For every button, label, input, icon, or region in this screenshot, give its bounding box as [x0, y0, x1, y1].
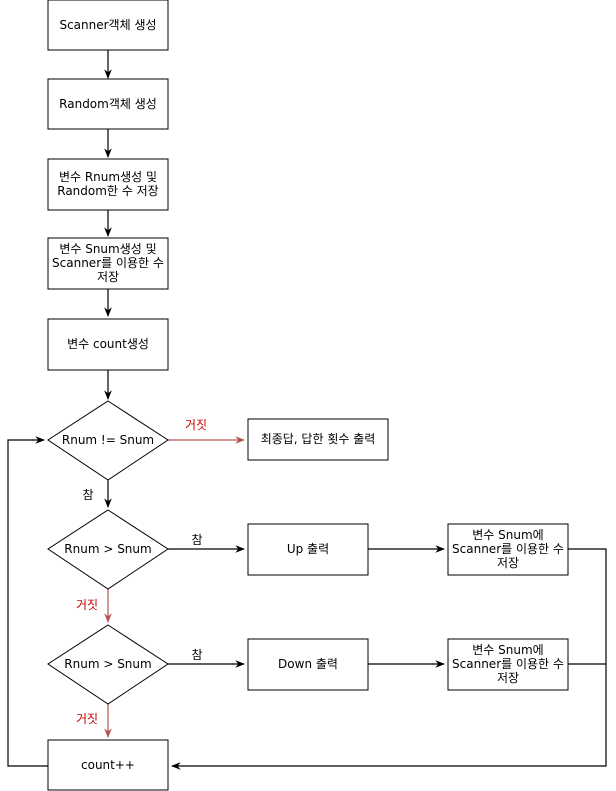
node-label-cond-greater-1: Rnum > Snum: [64, 542, 151, 556]
node-random-create: Random객체 생성: [47, 78, 169, 130]
node-up-output: Up 출력: [247, 523, 369, 576]
node-label-line: 변수 Snum에: [472, 643, 543, 657]
edge-label-true-3: 참: [191, 648, 202, 662]
node-label-line: Scanner를 이용한 수: [452, 542, 564, 556]
node-label-line: 변수 Snum에: [472, 528, 543, 542]
node-label-scanner-create: Scanner객체 생성: [59, 18, 156, 32]
node-label-line: Down 출력: [278, 657, 338, 671]
node-label-line: Rnum > Snum: [64, 542, 151, 556]
node-label-line: 변수 Snum생성 및: [59, 242, 156, 256]
node-label-down-output: Down 출력: [278, 657, 338, 671]
node-scanner-create: Scanner객체 생성: [47, 0, 169, 51]
node-label-line: Random한 수 저장: [57, 184, 158, 198]
node-final-output: 최종답, 답한 횟수 출력: [247, 418, 389, 461]
node-cond-greater-2: Rnum > Snum: [47, 624, 169, 705]
node-label-count-create: 변수 count생성: [67, 337, 149, 351]
node-cond-greater-1: Rnum > Snum: [47, 509, 169, 590]
node-label-up-output: Up 출력: [287, 542, 329, 556]
node-down-output: Down 출력: [247, 638, 369, 691]
node-label-line: Scanner를 이용한 수: [52, 256, 164, 270]
node-label-line: Scanner를 이용한 수: [452, 657, 564, 671]
edge-count-inc-loop-back: [7, 436, 48, 767]
edge-label-false-2: 거짓: [76, 598, 98, 612]
node-label-line: 변수 Rnum생성 및: [59, 170, 157, 184]
node-label-line: count++: [81, 758, 135, 772]
edges: [7, 50, 607, 770]
node-cond-not-equal: Rnum != Snum: [47, 400, 169, 481]
node-label-cond-greater-2: Rnum > Snum: [64, 657, 151, 671]
edge-label-true-2: 참: [191, 533, 202, 547]
node-label-line: Rnum > Snum: [64, 657, 151, 671]
node-label-final-output: 최종답, 답한 횟수 출력: [261, 432, 376, 446]
node-label-line: 변수 count생성: [67, 337, 149, 351]
node-label-cond-not-equal: Rnum != Snum: [62, 433, 154, 447]
edge-label-false-1: 거짓: [185, 418, 207, 432]
edge-labels: 거짓 참 참 거짓 참 거짓: [76, 418, 207, 726]
node-label-line: 최종답, 답한 횟수 출력: [261, 432, 376, 446]
node-label-line: Up 출력: [287, 542, 329, 556]
node-count-create: 변수 count생성: [47, 318, 169, 371]
edge-label-false-3: 거짓: [76, 712, 98, 726]
node-label-line: Random객체 생성: [59, 97, 157, 111]
node-label-line: Scanner객체 생성: [59, 18, 156, 32]
edge-label-true-1: 참: [82, 488, 93, 502]
node-count-increment: count++: [47, 739, 169, 791]
node-label-line: 저장: [497, 556, 519, 570]
node-label-line: Rnum != Snum: [62, 433, 154, 447]
node-label-line: 저장: [497, 671, 519, 685]
node-label-random-create: Random객체 생성: [59, 97, 157, 111]
node-label-line: 저장: [97, 270, 119, 284]
node-label-count-increment: count++: [81, 758, 135, 772]
edge-snum-input1-to-count-inc: [171, 548, 607, 770]
